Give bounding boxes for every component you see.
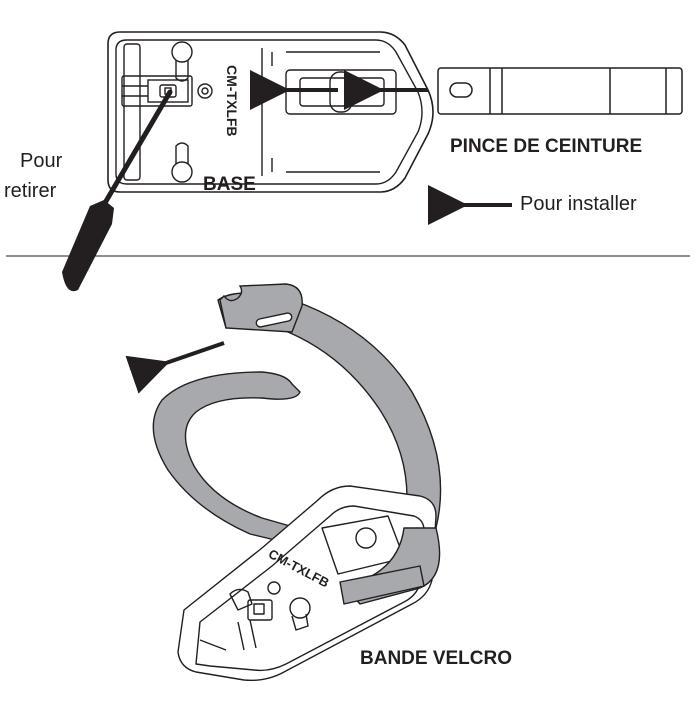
base-label: BASE xyxy=(203,174,256,195)
model-label-top: CM-TXLFB xyxy=(224,65,240,137)
to-remove-label-line2: retirer xyxy=(4,180,57,202)
insert-strap-arrow xyxy=(125,341,225,394)
belt-clip-label: PINCE DE CEINTURE xyxy=(450,136,643,157)
velcro-strap-front xyxy=(339,527,441,605)
keyhole-slot-top xyxy=(171,41,193,82)
belt-clip-part xyxy=(437,67,683,115)
velcro-strap-label: BANDE VELCRO xyxy=(360,648,513,669)
screwdriver-icon xyxy=(62,89,173,292)
velcro-strap-tip xyxy=(219,283,303,333)
to-install-label: Pour installer xyxy=(520,193,637,215)
keyhole-slot-bottom xyxy=(171,142,193,183)
to-remove-label-line1: Pour xyxy=(20,150,63,172)
